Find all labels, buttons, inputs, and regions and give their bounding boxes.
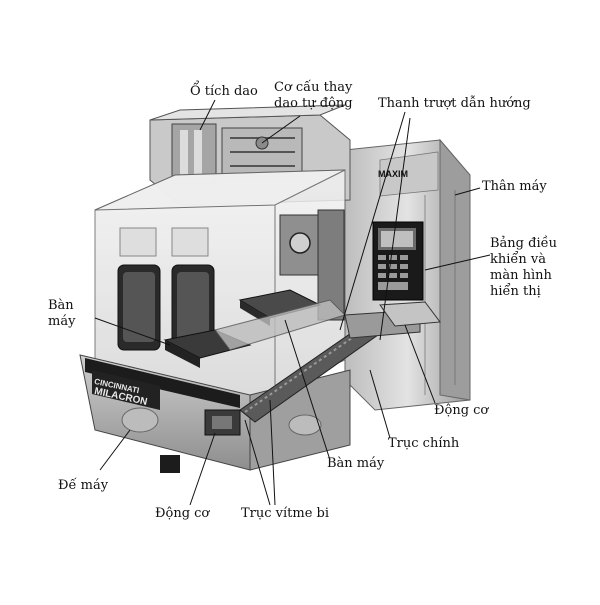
work-tables xyxy=(163,289,346,368)
label-motor-right: Động cơ xyxy=(434,403,489,418)
label-machine-base: Đế máy xyxy=(58,478,109,493)
label-atc: Cơ cấu thay dao tự động xyxy=(274,80,353,111)
label-table-left: Bàn máy xyxy=(48,298,76,329)
maxim-brand: MAXIM xyxy=(378,169,408,179)
control-panel xyxy=(372,221,441,327)
label-ballscrew: Trục vítme bi xyxy=(241,506,330,521)
label-tool-magazine: Ổ tích dao xyxy=(190,84,258,99)
label-table-center: Bàn máy xyxy=(327,456,385,471)
label-machine-body: Thân máy xyxy=(482,179,547,194)
leader-lines xyxy=(94,99,491,506)
label-spindle: Trục chính xyxy=(388,436,460,451)
label-guide-rail: Thanh trượt dẫn hướng xyxy=(378,96,531,111)
label-motor-bottom: Động cơ xyxy=(155,506,210,521)
label-control-panel: Bảng điều khiển và màn hình hiển thị xyxy=(490,236,557,299)
